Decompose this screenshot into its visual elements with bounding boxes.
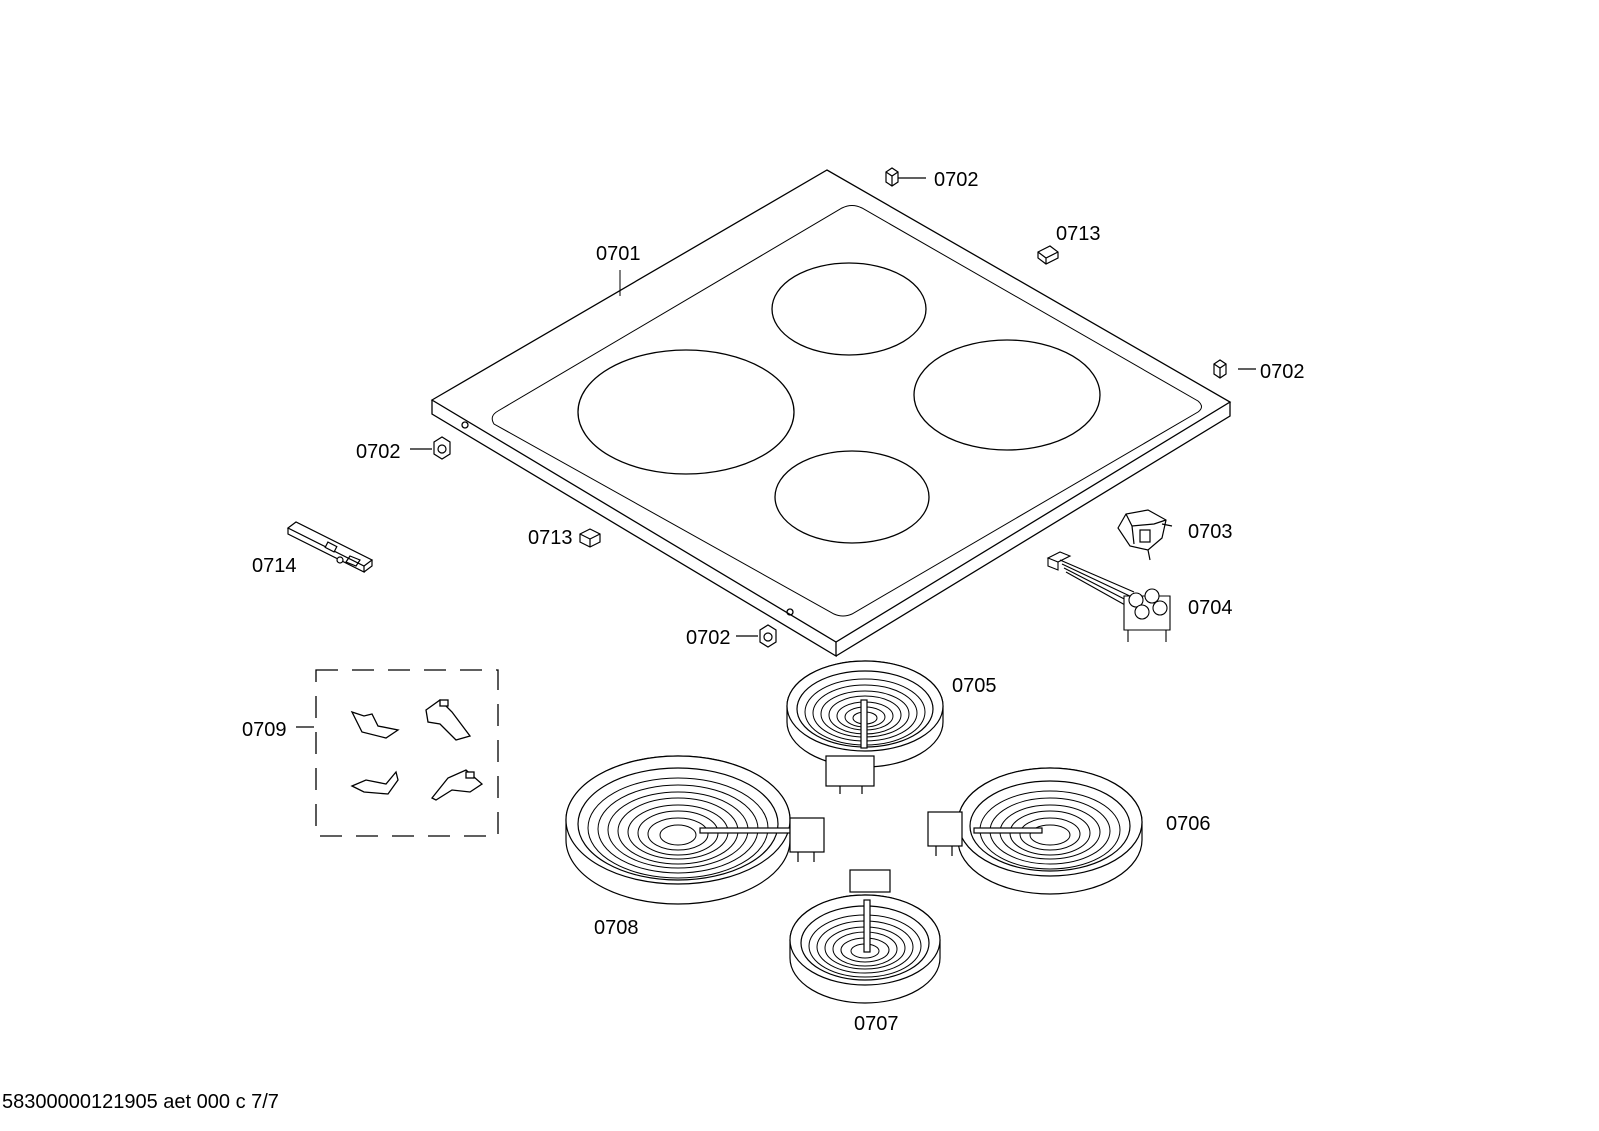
heater-0706 <box>927 767 1143 895</box>
clip-set-0709 <box>296 669 499 837</box>
heater-0707 <box>789 869 941 1004</box>
cooking-zone-left <box>577 349 795 475</box>
label-0713-left: 0713 <box>528 527 573 549</box>
label-0706: 0706 <box>1166 813 1211 835</box>
label-0709: 0709 <box>242 719 287 741</box>
label-0708: 0708 <box>594 917 639 939</box>
label-0702-left: 0702 <box>356 441 401 463</box>
limiter-0703 <box>1117 509 1173 561</box>
heater-0705 <box>786 660 944 794</box>
cooking-zone-right <box>913 339 1101 451</box>
bracket-0714 <box>286 521 374 573</box>
clip-0702-right <box>1213 359 1256 379</box>
label-0713-right: 0713 <box>1056 223 1101 245</box>
heater-0708 <box>565 755 825 905</box>
document-reference: 58300000121905 aet 000 c 7/7 <box>2 1091 279 1113</box>
label-0704: 0704 <box>1188 597 1233 619</box>
label-0705: 0705 <box>952 675 997 697</box>
label-0702-right: 0702 <box>1260 361 1305 383</box>
cooktop-glass-panel <box>430 169 1232 658</box>
label-0707: 0707 <box>854 1013 899 1035</box>
pad-0713-left <box>579 528 601 548</box>
clip-0702-bottom <box>736 624 777 648</box>
label-0703: 0703 <box>1188 521 1233 543</box>
cooking-zone-front <box>774 450 930 544</box>
label-0702-bottom: 0702 <box>686 627 731 649</box>
clip-0702-left <box>410 436 451 460</box>
pad-0713-right <box>1037 245 1059 265</box>
connector-0704 <box>1046 551 1171 642</box>
label-0714: 0714 <box>252 555 297 577</box>
clip-0702-top <box>885 167 926 187</box>
label-0702-top: 0702 <box>934 169 979 191</box>
cooking-zone-rear <box>771 262 927 356</box>
label-0701: 0701 <box>596 243 641 265</box>
